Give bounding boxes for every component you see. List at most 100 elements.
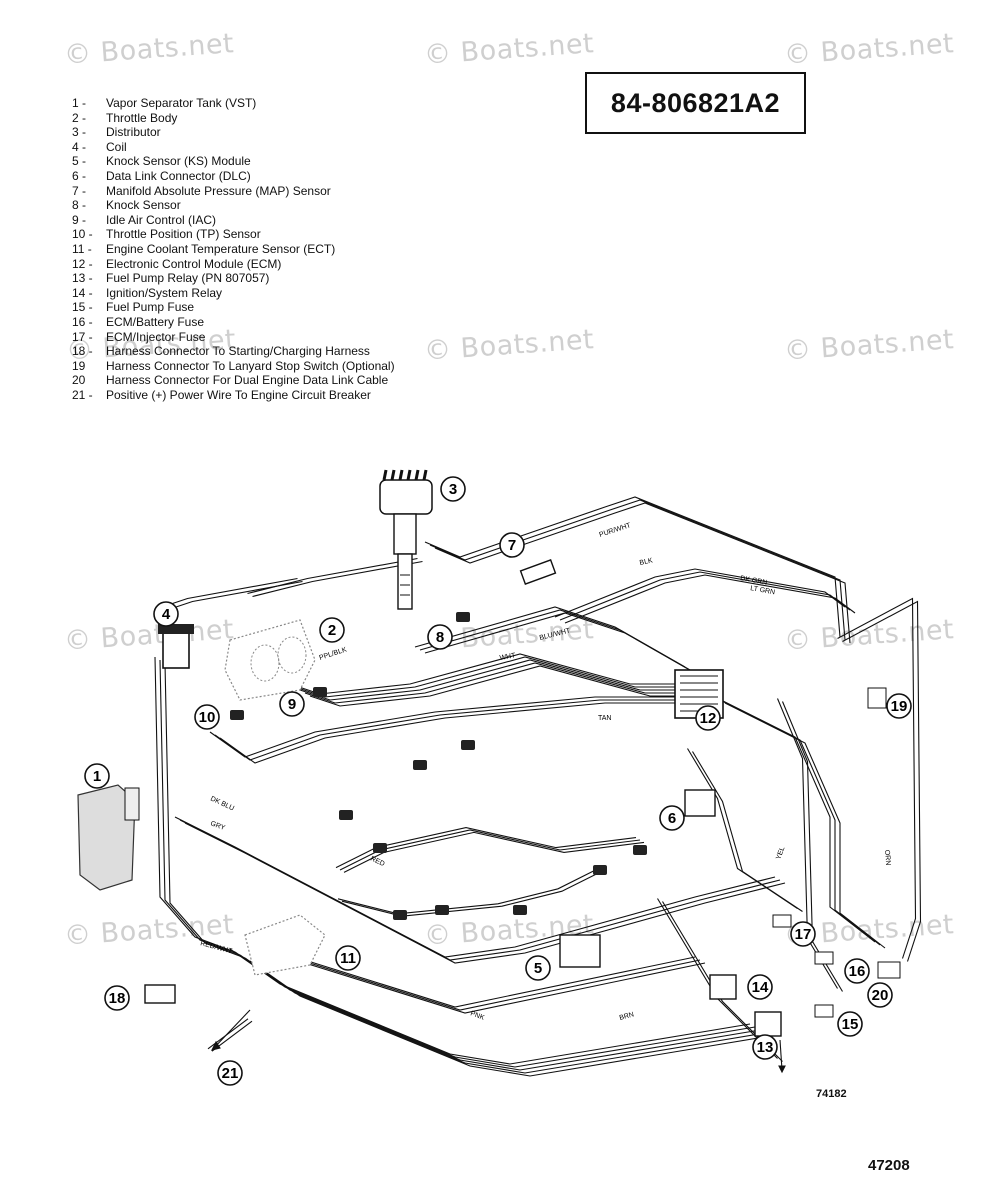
wire-label: BLU/WHT [539, 627, 572, 642]
distributor-post [422, 469, 428, 481]
legend-item-number: 14 - [72, 285, 93, 300]
throttle-bore [250, 644, 280, 682]
harness-top-left-bundle [247, 557, 418, 595]
part-number-box: 84-806821A2 [585, 72, 806, 134]
intake-outline [244, 914, 326, 976]
sensor-connector [593, 865, 607, 875]
callout-17: 17 [790, 921, 816, 947]
callout-circle [153, 601, 179, 627]
callout-number: 18 [109, 990, 126, 1007]
harness-right-bundle [719, 699, 881, 946]
harness-mid-bundle [309, 665, 700, 707]
legend-item: 11 -Engine Coolant Temperature Sensor (E… [72, 242, 395, 257]
callout-number: 10 [199, 709, 216, 726]
harness-right-bundle [724, 702, 886, 949]
legend-item-number: 9 - [72, 212, 87, 227]
callout-number: 13 [757, 1039, 774, 1056]
sensor-connector [413, 760, 427, 770]
harness-mid-bundle [294, 656, 685, 698]
harness-bottom-bundle [239, 954, 761, 1071]
legend-item-label: ECM/Battery Fuse [106, 314, 205, 329]
callout-3: 3 [440, 476, 466, 502]
sensor-connector [313, 687, 327, 697]
distributor-post [382, 469, 388, 481]
wire-label: LT GRN [750, 585, 776, 596]
harness-bottom-bundle [294, 956, 696, 1008]
callout-number: 6 [668, 810, 676, 827]
legend-item-label: Knock Sensor (KS) Module [106, 154, 251, 169]
ecm-battery-fuse [814, 951, 834, 965]
callout-number: 8 [436, 629, 444, 646]
coil-body [162, 631, 190, 669]
distributor-housing [393, 513, 417, 555]
harness-injector-bundle [335, 827, 637, 869]
callout-number: 3 [449, 481, 457, 498]
wire-label: WHT [499, 652, 517, 662]
harness-upper-bundle [434, 502, 851, 644]
harness-lower-bundle [184, 822, 786, 964]
callout-15: 15 [837, 1011, 863, 1037]
callout-5: 5 [525, 955, 551, 981]
legend-item-label: Positive (+) Power Wire To Engine Circui… [106, 387, 371, 402]
starting-harness-connector [144, 984, 176, 1004]
legend-item: 1 -Vapor Separator Tank (VST) [72, 96, 395, 111]
callout-circle [104, 985, 130, 1011]
wire-label: RED [369, 855, 385, 868]
legend-item-number: 18 - [72, 344, 93, 359]
callout-10: 10 [194, 704, 220, 730]
legend-item-number: 5 - [72, 154, 87, 169]
part-number: 84-806821A2 [610, 87, 781, 118]
legend-item-number: 19 [72, 358, 86, 373]
parts-legend: 1 -Vapor Separator Tank (VST)2 -Throttle… [72, 96, 395, 402]
callout-circle [427, 624, 453, 650]
legend-item-label: Fuel Pump Relay (PN 807057) [106, 271, 270, 286]
distributor-cap [379, 479, 433, 515]
callout-circle [319, 617, 345, 643]
callout-circle [440, 476, 466, 502]
map-sensor [519, 559, 557, 585]
callout-circle [752, 1034, 778, 1060]
legend-item-label: Electronic Control Module (ECM) [106, 256, 282, 271]
callout-16: 16 [844, 958, 870, 984]
harness-mid-bundle [304, 662, 695, 704]
wire-harness [154, 496, 922, 1077]
callout-circle [886, 693, 912, 719]
callout-circle [747, 974, 773, 1000]
harness-bottom-bundle [244, 957, 766, 1074]
callout-circle [84, 763, 110, 789]
wire-label: DK BLU [209, 795, 235, 812]
callout-number: 5 [534, 960, 542, 977]
legend-item: 10 -Throttle Position (TP) Sensor [72, 227, 395, 242]
callout-1: 1 [84, 763, 110, 789]
callout-circle [194, 704, 220, 730]
harness-relay-bundle [657, 898, 778, 1059]
wire-label: PNK [469, 1010, 485, 1022]
harness-bottom-bundle [299, 959, 701, 1011]
harness-injector-bundle [341, 870, 603, 917]
legend-item-number: 13 - [72, 271, 93, 286]
harness-bottom-bundle [249, 960, 771, 1077]
legend-item-number: 17 - [72, 329, 93, 344]
harness-injector-bundle [337, 868, 599, 915]
legend-item-number: 6 - [72, 168, 87, 183]
relay-arrowhead [778, 1065, 786, 1074]
sensor-connector [435, 905, 449, 915]
sensor-connector [633, 845, 647, 855]
callout-number: 16 [849, 963, 866, 980]
data-link-connector [684, 789, 716, 817]
callout-19: 19 [886, 693, 912, 719]
callout-circle [279, 691, 305, 717]
callout-21: 21 [217, 1060, 243, 1086]
throttle-body [224, 619, 316, 701]
power-wire-arrow [211, 1009, 251, 1051]
legend-item-label: Vapor Separator Tank (VST) [106, 96, 257, 110]
legend-item-number: 10 - [72, 227, 93, 242]
vapor-separator-tank [77, 784, 136, 891]
sensor-connector [461, 740, 475, 750]
legend-item-number: 8 - [72, 198, 87, 213]
callout-circle [844, 958, 870, 984]
wire-label: BRN [619, 1011, 635, 1022]
